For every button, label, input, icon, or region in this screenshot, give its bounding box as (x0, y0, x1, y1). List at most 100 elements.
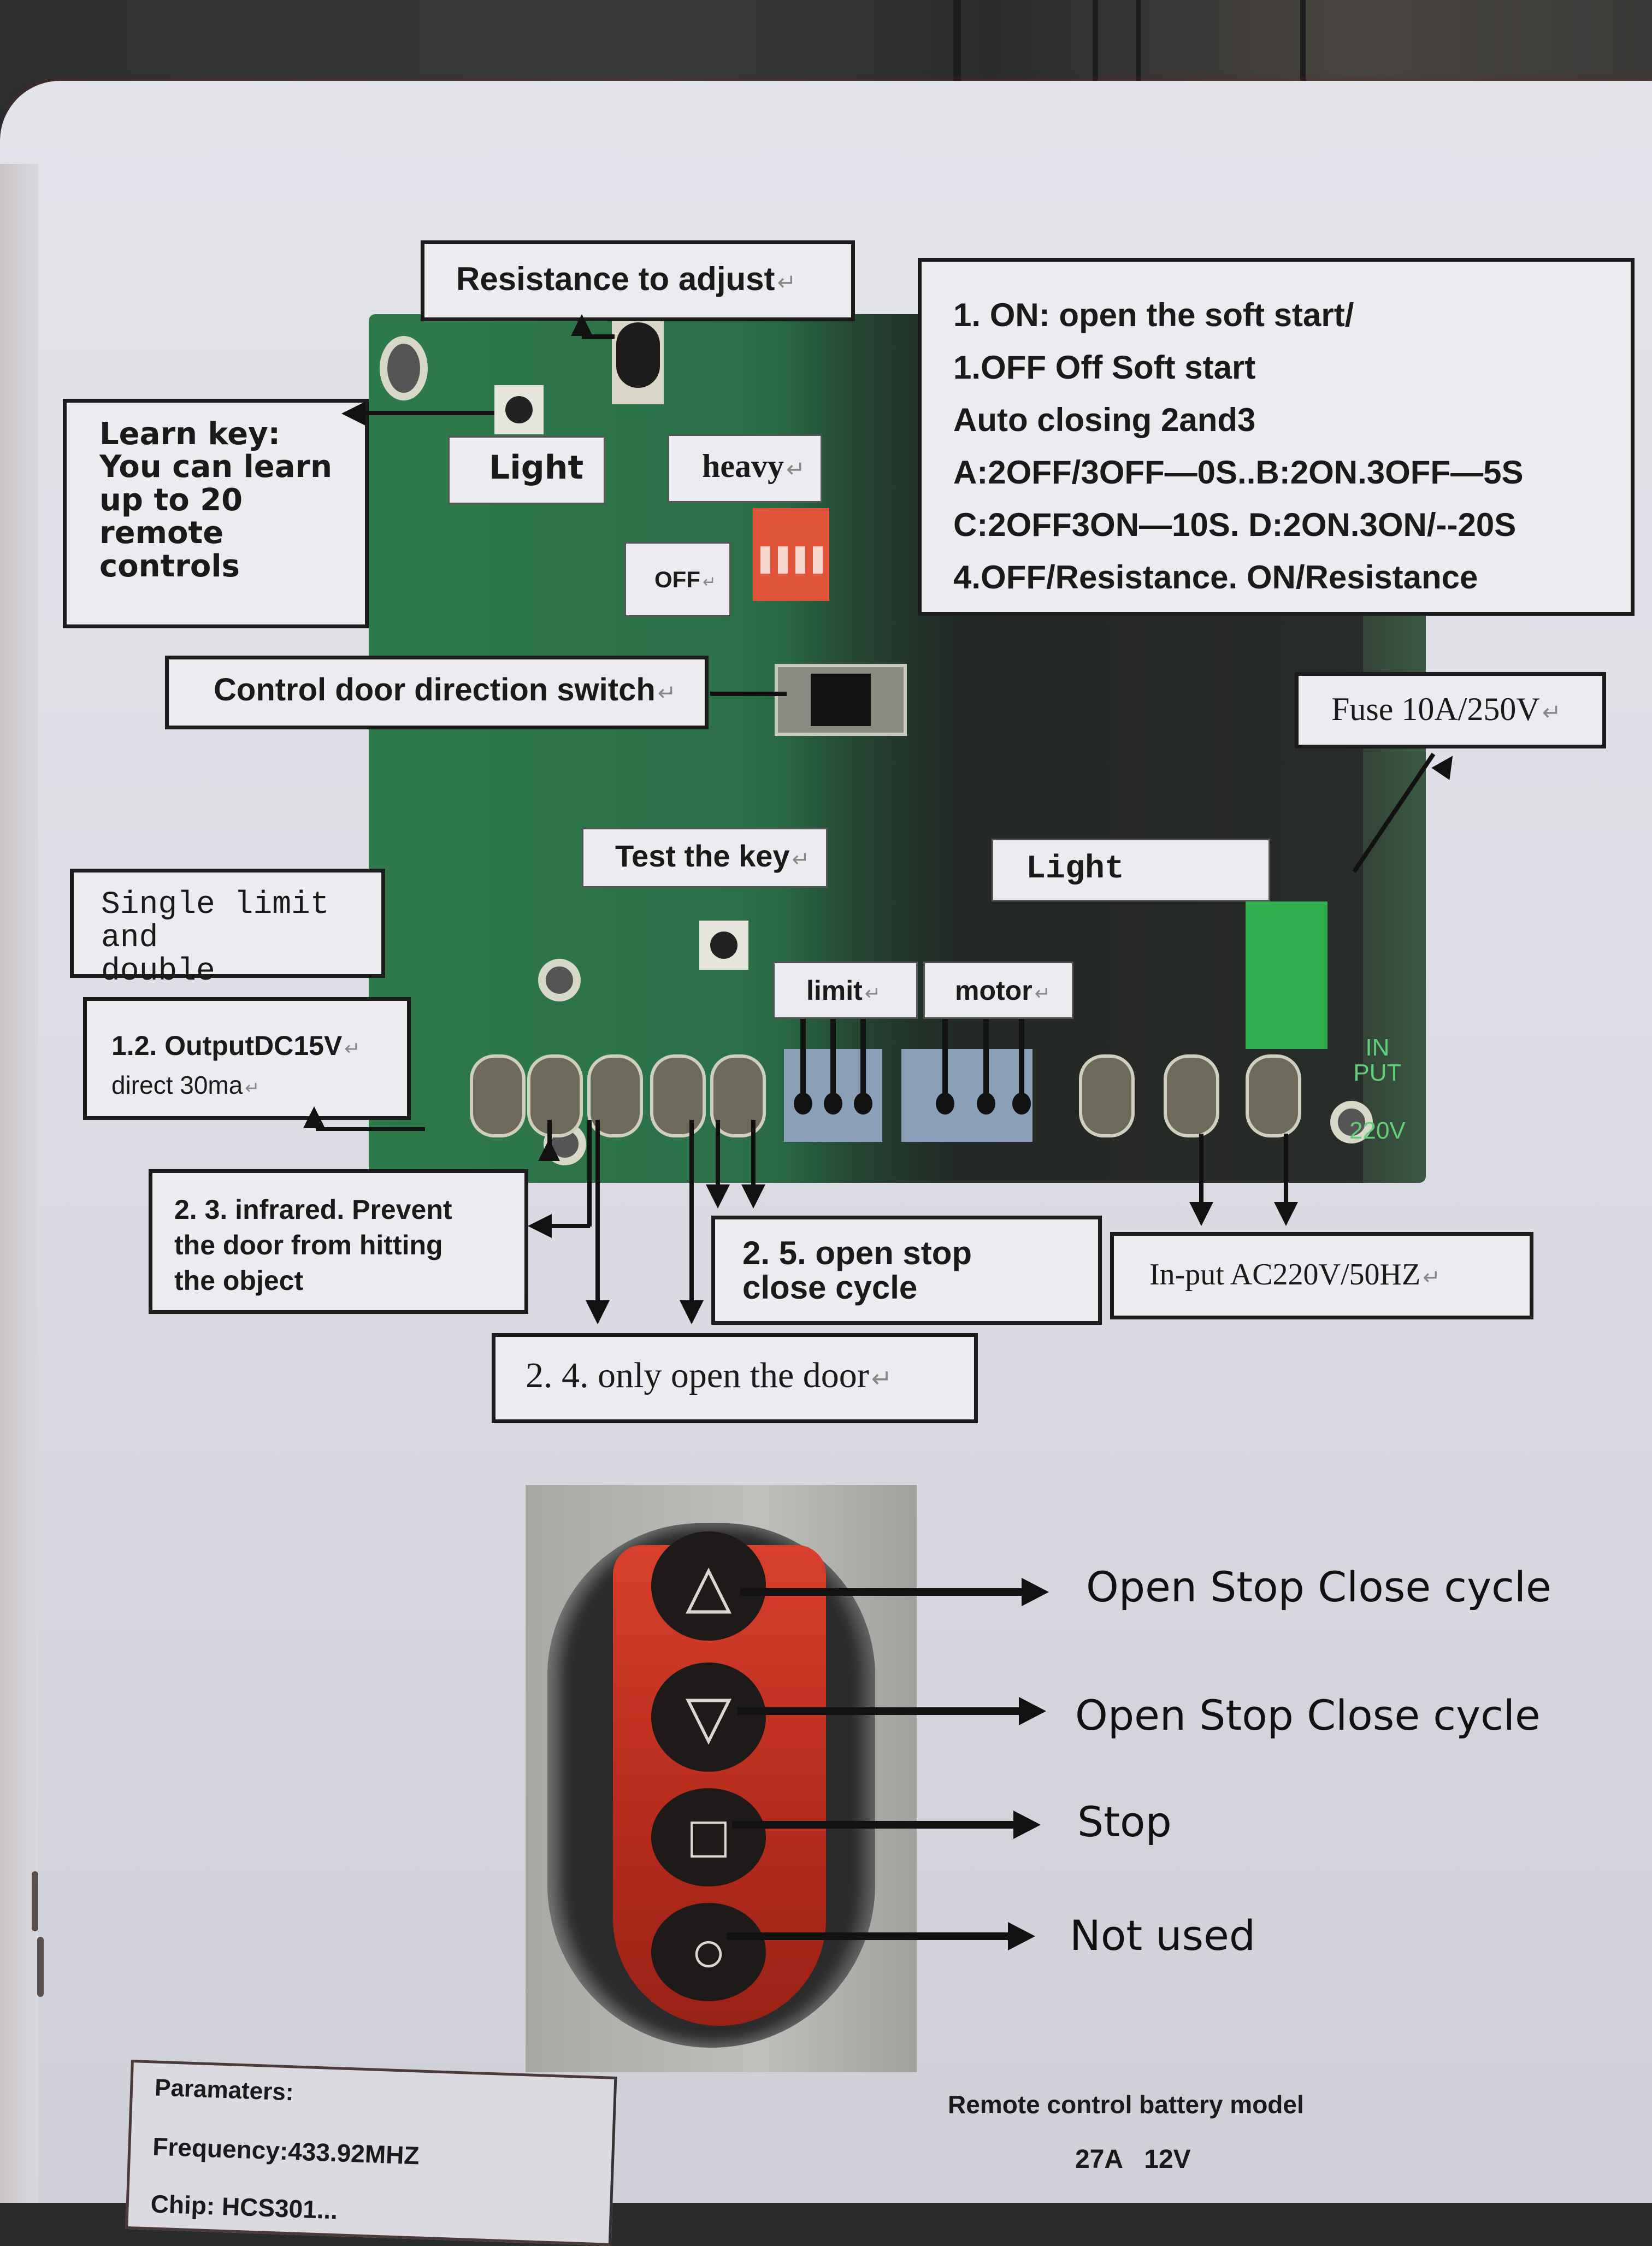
arrow-down-icon (1189, 1202, 1213, 1226)
arrow-left-icon (528, 1214, 552, 1238)
arrow-up-icon (303, 1106, 325, 1128)
arrow-down-icon (1274, 1202, 1298, 1226)
input-terminal-screw (1079, 1054, 1135, 1137)
parameters-frequency: Frequency:433.92MHZ (152, 2132, 420, 2170)
battery-model-title: Remote control battery model (948, 2090, 1304, 2119)
callout-text: heavy (702, 448, 784, 484)
return-mark-icon: ↵ (245, 1078, 260, 1098)
limit-pin (794, 1013, 812, 1115)
remote-label-open-stop-close: Open Stop Close cycle (1075, 1691, 1541, 1740)
callout-text: Learn key: You can learn up to 20 remote… (99, 416, 333, 584)
terminal-screw (650, 1054, 706, 1137)
leader-line-infrared (547, 1120, 552, 1156)
callout-text: Single limit and double (101, 887, 329, 989)
dip-setting-line: C:2OFF3ON—10S. D:2ON.3ON/--20S (953, 506, 1517, 543)
callout-text: Resistance to adjust (456, 261, 775, 297)
callout-text: 2. 5. open stop close cycle (742, 1235, 972, 1306)
motor-pin (936, 1013, 954, 1115)
return-mark-icon: ↵ (792, 848, 810, 871)
leader-line-direction (710, 692, 787, 696)
input-terminal-screw (1164, 1054, 1219, 1137)
arrow-up-icon (571, 314, 593, 336)
test-key-button (699, 921, 748, 970)
motor-connector (901, 1049, 1032, 1142)
callout-only-open: 2. 4. only open the door↵ (492, 1333, 978, 1423)
background-frame-line (1136, 0, 1141, 93)
callout-direction-switch: Control door direction switch↵ (165, 656, 709, 729)
limit-pin (824, 1013, 842, 1115)
callout-text: motor (955, 975, 1032, 1006)
return-mark-icon: ↵ (871, 1365, 893, 1393)
return-mark-icon: ↵ (702, 573, 716, 591)
callout-learn-key: Learn key: You can learn up to 20 remote… (63, 399, 369, 628)
leader-line-resistance (582, 334, 615, 339)
dip-switch (753, 508, 829, 601)
parameters-chip: Chip: HCS301... (150, 2189, 339, 2225)
parameters-title: Paramaters: (154, 2074, 294, 2106)
leader-line-learn-key (363, 411, 494, 415)
callout-subtext: direct 30ma (111, 1071, 243, 1099)
callout-infrared: 2. 3. infrared. Prevent the door from hi… (149, 1169, 528, 1314)
callout-heavy-setting: heavy↵ (668, 434, 822, 503)
staple-icon (32, 1871, 38, 1931)
dip-setting-line: 1. ON: open the soft start/ (953, 297, 1354, 333)
callout-motor: motor↵ (923, 962, 1073, 1019)
leader-line-only-open (689, 1120, 694, 1306)
remote-button-stop: □ (651, 1788, 766, 1887)
remote-control-photo: △ ▽ □ ○ (526, 1485, 917, 2072)
motor-pin (977, 1013, 995, 1115)
return-mark-icon: ↵ (657, 680, 676, 705)
triangle-up-icon: △ (685, 1552, 732, 1619)
callout-text: Control door direction switch (214, 672, 656, 708)
motor-pin (1012, 1013, 1031, 1115)
arrow-right-icon (1008, 1922, 1035, 1950)
input-terminal-screw (1246, 1054, 1301, 1137)
arrow-right-icon (1019, 1697, 1046, 1725)
remote-button-down: ▽ (651, 1663, 766, 1772)
leader-line-open-stop (751, 1120, 756, 1186)
arrow-down-icon (741, 1184, 765, 1209)
arrow-down-icon (586, 1300, 610, 1324)
background-frame-line (953, 0, 961, 93)
leader-line-open-stop (716, 1120, 720, 1186)
callout-light-output: Light (992, 839, 1270, 901)
arrow-left-icon (341, 402, 365, 426)
callout-text: limit (806, 975, 863, 1006)
leader-line-only-open (595, 1120, 600, 1306)
remote-button-unused: ○ (651, 1903, 766, 2001)
callout-text: Fuse 10A/250V (1331, 691, 1540, 727)
board-silkscreen-input: IN PUT 220V (1349, 1035, 1406, 1144)
limit-pin (854, 1013, 872, 1115)
square-icon: □ (690, 1803, 727, 1871)
callout-dip-settings: 1. ON: open the soft start/ 1.OFF Off So… (918, 258, 1635, 616)
light-terminal-block (1246, 901, 1328, 1049)
dip-setting-line: 4.OFF/Resistance. ON/Resistance (953, 559, 1478, 596)
direction-slide-switch (775, 664, 907, 736)
mounting-hole (380, 336, 428, 400)
callout-input-ac: In-put AC220V/50HZ↵ (1110, 1232, 1533, 1319)
dip-setting-line: Auto closing 2and3 (953, 402, 1256, 438)
return-mark-icon: ↵ (1034, 983, 1051, 1004)
remote-arrow-line (732, 1821, 1016, 1829)
leader-line-infrared (552, 1224, 590, 1228)
background-frame-line (1300, 0, 1306, 93)
arrow-right-icon (1022, 1578, 1049, 1606)
remote-arrow-line (740, 1588, 1024, 1596)
callout-single-limit: Single limit and double (70, 869, 385, 988)
callout-output-dc: 1.2. OutputDC15V↵ direct 30ma↵ (83, 997, 411, 1120)
mounting-hole (538, 959, 581, 1001)
return-mark-icon: ↵ (864, 983, 881, 1004)
leader-line-input (1284, 1134, 1288, 1205)
dip-setting-line: A:2OFF/3OFF—0S..B:2ON.3OFF—5S (953, 454, 1524, 491)
callout-off: OFF↵ (624, 542, 731, 617)
return-mark-icon: ↵ (777, 269, 796, 295)
remote-button-up: △ (651, 1531, 766, 1641)
triangle-down-icon: ▽ (685, 1683, 732, 1750)
callout-fuse: Fuse 10A/250V↵ (1295, 672, 1606, 748)
callout-open-stop-close: 2. 5. open stop close cycle (711, 1216, 1102, 1325)
arrow-down-icon (706, 1184, 730, 1209)
dip-setting-line: 1.OFF Off Soft start (953, 349, 1256, 386)
arrow-down-icon (680, 1300, 704, 1324)
remote-arrow-line (738, 1707, 1022, 1715)
circle-icon: ○ (690, 1918, 727, 1985)
